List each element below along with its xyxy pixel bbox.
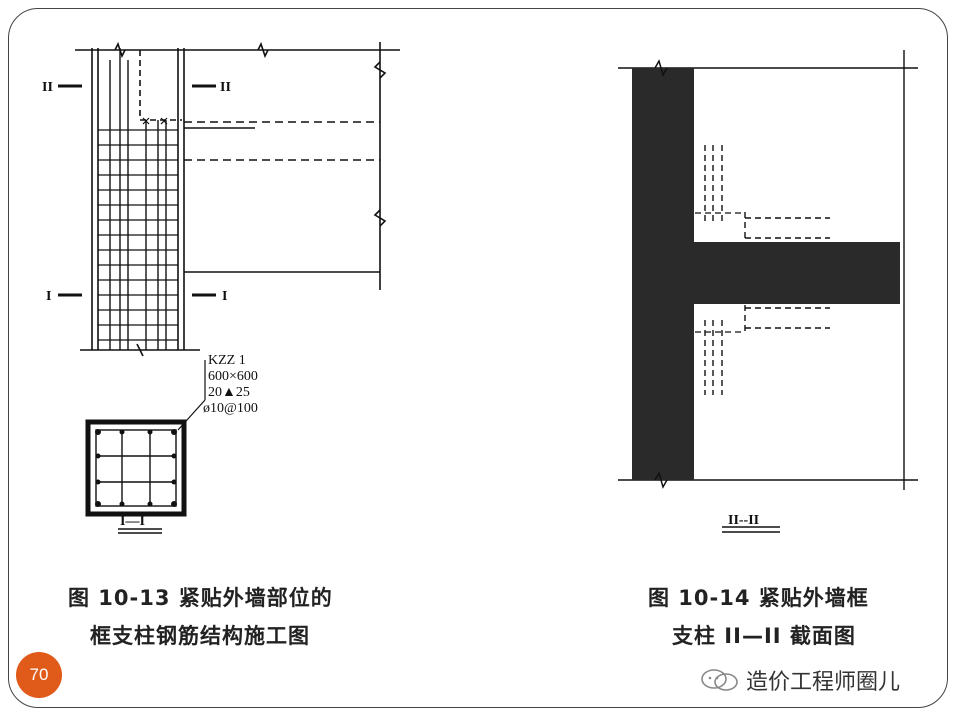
column-note-line-2: 600×600 [208,369,258,384]
page-number-badge: 70 [16,652,62,698]
figure1-caption-line2: 框支柱钢筋结构施工图 [90,624,310,648]
figure-10-13-elevation [58,41,400,431]
figure-10-13-section [85,419,187,534]
section-mark-bottom-right: I [222,289,227,304]
section-mark-top-right: II [220,80,231,95]
section-title-i-i: I—I [120,514,145,529]
slide-frame [8,8,948,708]
column-note-line-1: KZZ 1 [208,353,246,368]
section-mark-bottom-left: I [46,289,51,304]
column-note-line-4: ø10@100 [203,401,258,416]
watermark: 造价工程师圈儿 [700,664,900,696]
watermark-text: 造价工程师圈儿 [746,670,901,695]
figure2-caption-line2: 支柱 II—II 截面图 [672,624,856,648]
column-note-line-3: 20▲25 [208,385,250,400]
figure2-caption-line1: 图 10-14 紧贴外墙框 [648,586,869,610]
section-title-ii-ii: II--II [728,513,759,528]
figure1-caption-line1: 图 10-13 紧贴外墙部位的 [68,586,333,610]
section-mark-top-left: II [42,80,53,95]
figure-10-14-section [618,50,918,533]
wechat-official-icon [701,669,738,691]
